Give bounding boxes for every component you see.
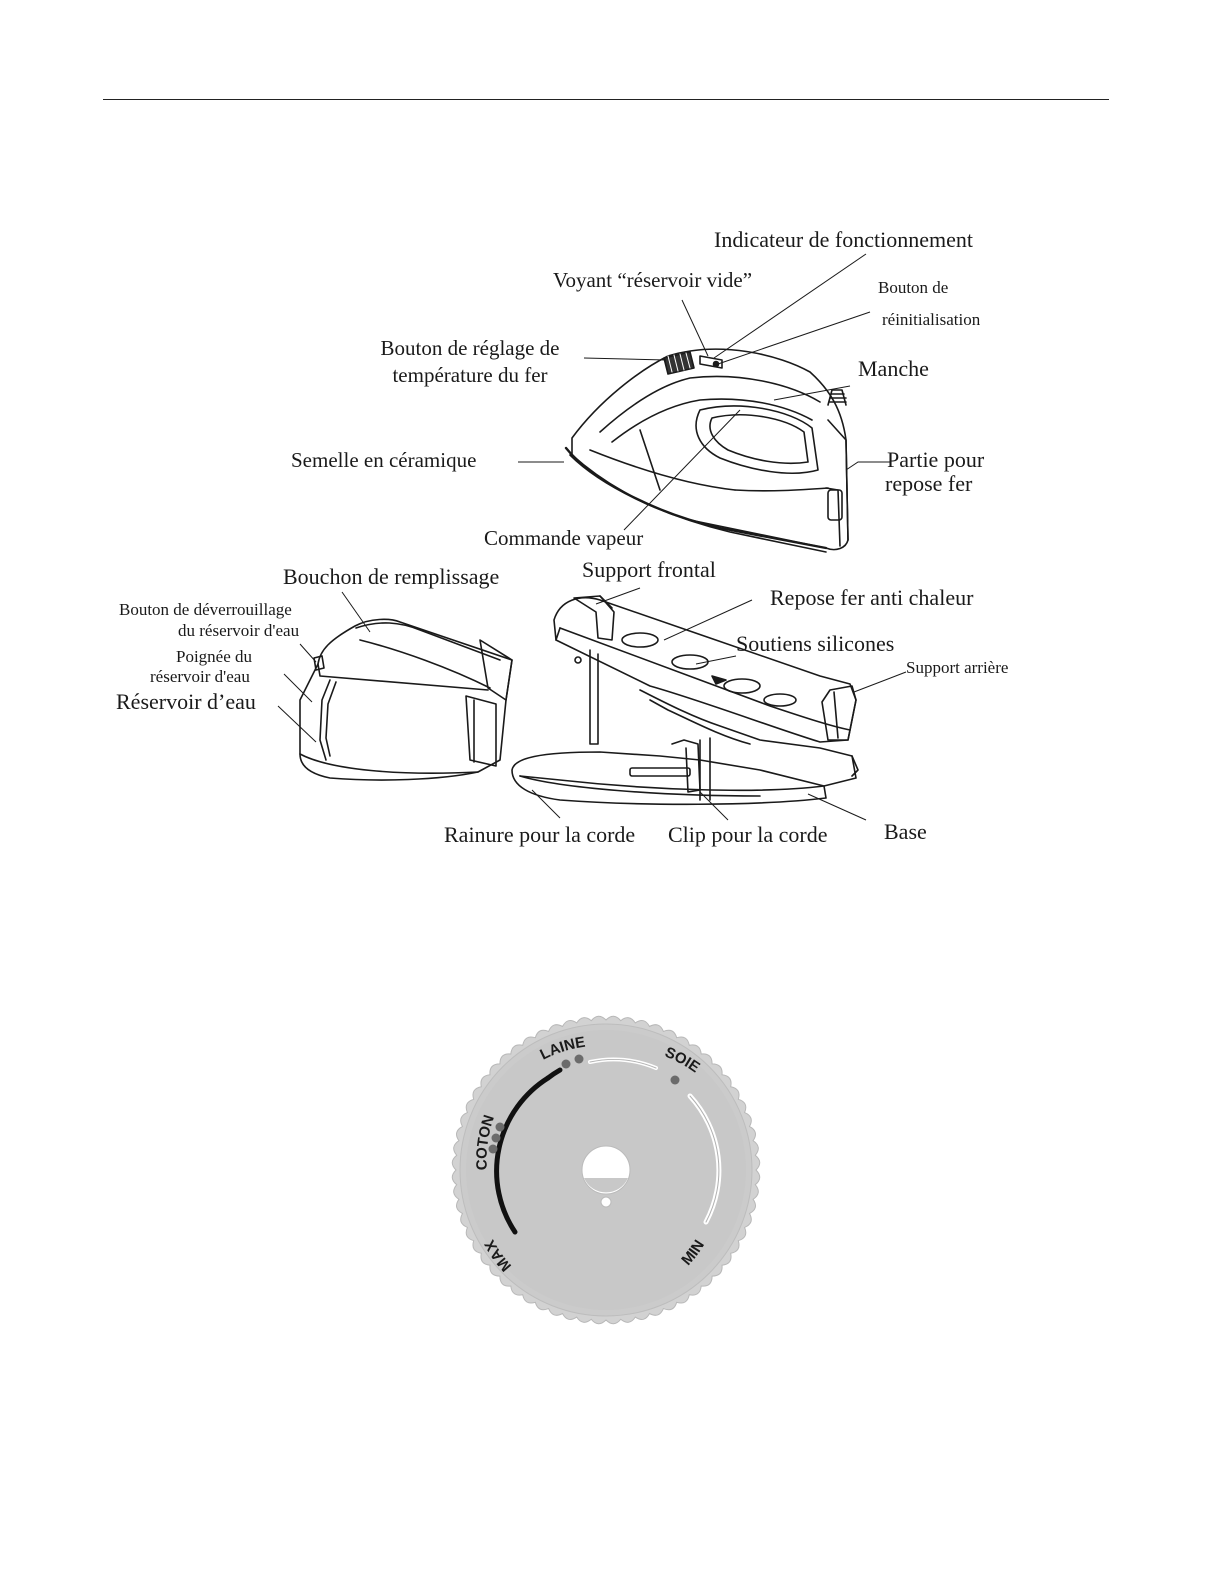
label-fill-cap: Bouchon de remplissage [283,564,500,589]
label-operation-indicator: Indicateur de fonctionnement [714,227,974,252]
label-rest-part-line1: Partie pour [887,447,985,472]
dial-label-coton: COTON [473,1113,498,1171]
iron-base [511,595,859,806]
dial-label-laine: LAINE [537,1034,586,1064]
label-tank-handle-line2: réservoir d'eau [150,667,250,686]
water-tank [299,618,513,781]
label-cord-groove: Rainure pour la corde [444,822,636,847]
label-tank-release-line2: du réservoir d'eau [178,621,300,640]
label-water-tank: Réservoir d’eau [116,689,256,714]
dial-label-min: MIN [678,1237,708,1269]
label-handle: Manche [858,356,929,381]
label-tank-release-line1: Bouton de déverrouillage [119,600,292,619]
label-tank-handle-line1: Poignée du [176,647,253,666]
label-rest-part-line2: repose fer [885,471,973,496]
dial-label-max: MAX [481,1237,515,1275]
label-silicone-supports: Soutiens silicones [736,631,895,656]
label-reset-button-line1: Bouton de [878,278,949,297]
label-soleplate: Semelle en céramique [291,448,477,472]
dial-rim [451,1015,761,1325]
label-heat-rest: Repose fer anti chaleur [770,585,974,610]
label-rear-support: Support arrière [906,658,1009,677]
label-empty-tank-light: Voyant “réservoir vide” [553,268,753,292]
label-temp-knob-line2: température du fer [392,363,548,387]
label-reset-button-line2: réinitialisation [882,310,981,329]
iron-body [564,348,849,553]
label-front-support: Support frontal [582,557,716,582]
label-base: Base [884,819,927,844]
dial-label-soie: SOIE [663,1044,703,1076]
label-temp-knob-line1: Bouton de réglage de [380,336,560,360]
label-cord-clip: Clip pour la corde [668,822,828,847]
label-steam-control: Commande vapeur [484,526,644,550]
top-rule [103,99,1109,100]
iron-diagram [277,253,907,821]
leader-lines [277,253,907,821]
